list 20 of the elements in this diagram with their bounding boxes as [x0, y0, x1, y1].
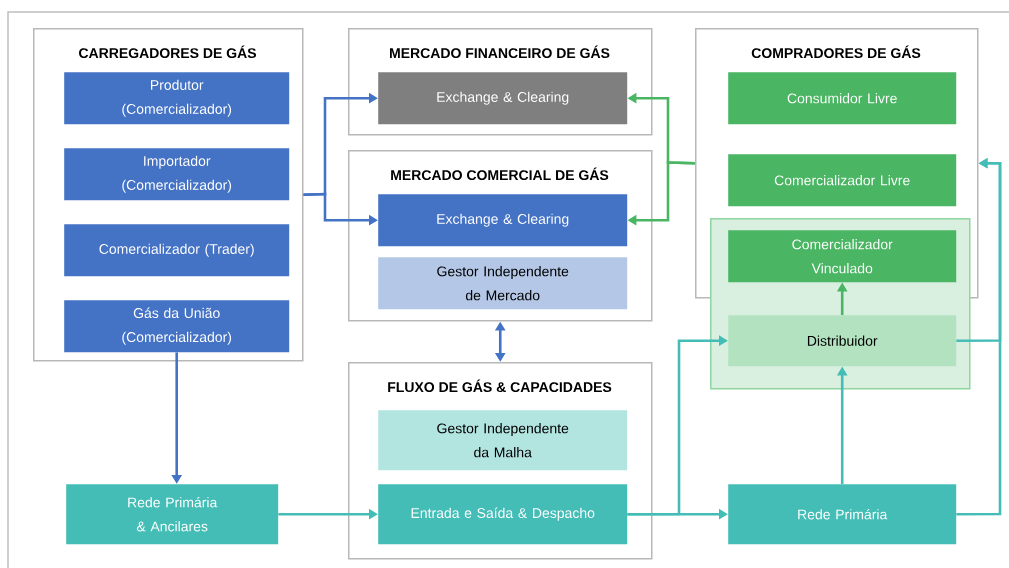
process-box: Gestor Independente da Malha	[378, 410, 628, 471]
process-box: Consumidor Livre	[728, 72, 957, 125]
process-box: Comercializador Livre	[728, 154, 957, 207]
process-box: Exchange & Clearing	[378, 194, 628, 247]
group-heading: MERCADO FINANCEIRO DE GÁS	[390, 45, 610, 59]
process-box: Entrada e Saída & Despacho	[378, 484, 628, 545]
process-box: Exchange & Clearing	[378, 72, 628, 125]
process-box: Comercializador (Trader)	[64, 224, 290, 277]
process-box: Gestor Independente de Mercado	[378, 257, 628, 310]
process-box: Rede Primária	[728, 484, 957, 545]
group-heading: FLUXO DE GÁS & CAPACIDADES	[388, 379, 612, 393]
group-heading: CARREGADORES DE GÁS	[79, 45, 256, 59]
process-box: Gás da União (Comercializador)	[64, 300, 290, 353]
process-box: Distribuidor	[728, 315, 957, 367]
group-heading: COMPRADORES DE GÁS	[751, 45, 921, 59]
process-box: Produtor (Comercializador)	[64, 72, 290, 125]
process-box: Comercializador Vinculado	[728, 230, 957, 283]
group-heading: MERCADO COMERCIAL DE GÁS	[391, 167, 609, 181]
process-box: Rede Primária & Ancilares	[66, 484, 279, 545]
process-box: Importador (Comercializador)	[64, 148, 290, 201]
